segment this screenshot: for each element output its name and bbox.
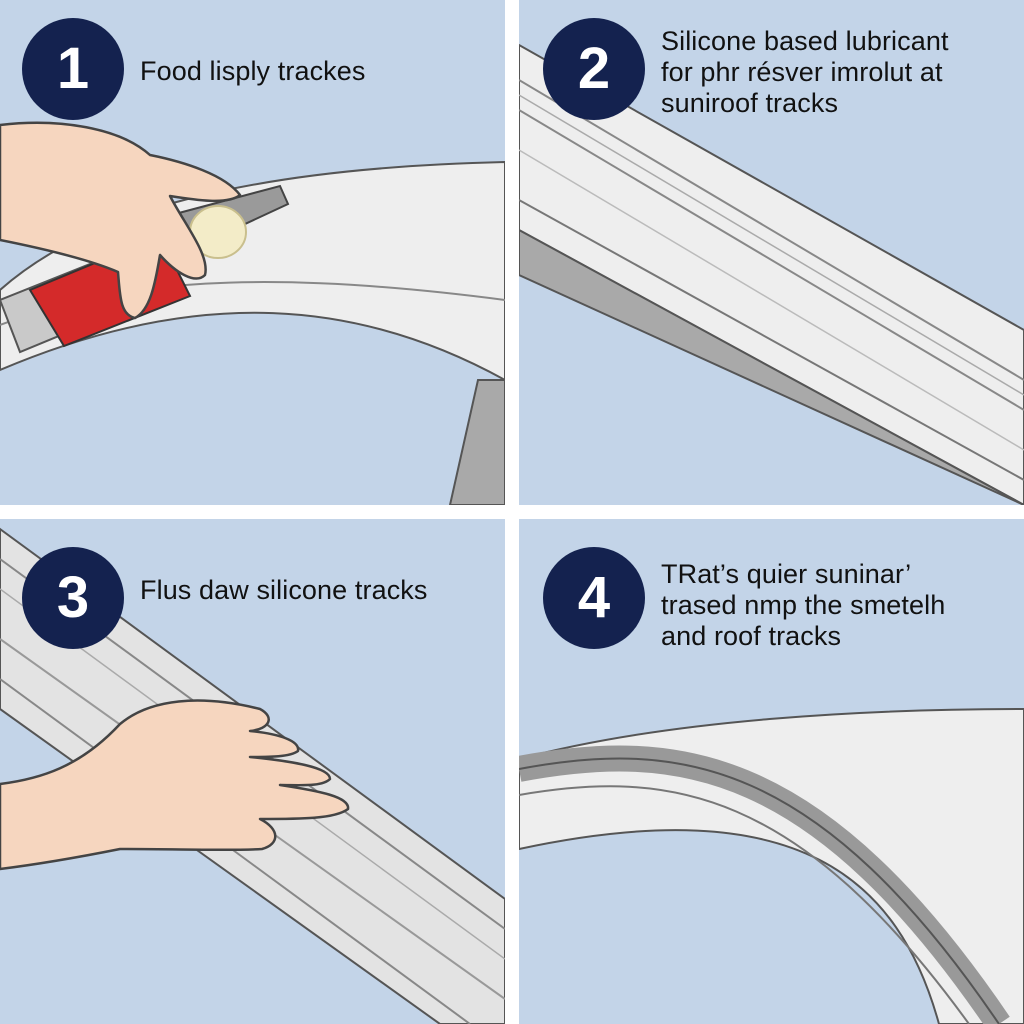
step-1-panel: 1 Food lisply trackes [0, 0, 505, 505]
step-3-caption: Flus daw silicone tracks [140, 575, 428, 605]
hand-icon [0, 699, 350, 871]
sunroof-track-icon [519, 707, 1024, 1024]
hand-icon [0, 121, 242, 320]
step-1-badge: 1 [22, 18, 124, 120]
step-1-caption: Food lisply trackes [140, 56, 366, 86]
step-3-panel: 3 Flus daw silicone tracks [0, 519, 505, 1024]
step-4-panel: 4 TRat’s quier suninar’ trased nmp the s… [519, 519, 1024, 1024]
step-3-badge: 3 [22, 547, 124, 649]
step-4-badge: 4 [543, 547, 645, 649]
sunroof-track-icon [0, 527, 505, 1024]
step-4-caption: TRat’s quier suninar’ trased nmp the sme… [661, 559, 946, 651]
step-2-panel: 2 Silicone based lubricant for phr résve… [519, 0, 1024, 505]
step-2-caption: Silicone based lubricant for phr résver … [661, 26, 949, 118]
step-2-badge: 2 [543, 18, 645, 120]
sunroof-track-icon [519, 43, 1024, 505]
sunroof-track-icon [0, 121, 505, 505]
